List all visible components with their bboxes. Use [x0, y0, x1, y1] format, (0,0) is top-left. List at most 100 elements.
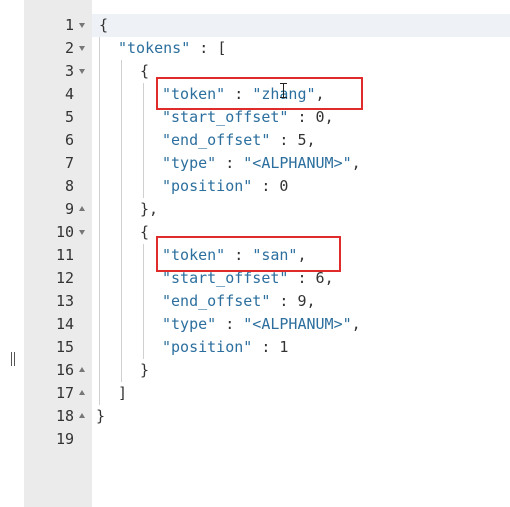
json-value: 1: [279, 338, 289, 356]
line-number: 11: [55, 246, 74, 264]
close-brace: },: [140, 200, 159, 218]
code-line: "start_offset" : 0,: [162, 106, 334, 129]
json-value: 0: [315, 108, 325, 126]
separator: :: [190, 39, 218, 57]
json-value: "san": [252, 246, 298, 264]
close-bracket: ]: [118, 384, 128, 402]
code-line: "type" : "<ALPHANUM>",: [162, 313, 361, 336]
triangle-down-icon[interactable]: [78, 37, 88, 60]
comma: ,: [297, 246, 307, 264]
token-highlight-box: [156, 236, 341, 272]
code-line: "end_offset" : 9,: [162, 290, 316, 313]
line-number: 6: [64, 131, 74, 149]
line-number: 8: [64, 177, 74, 195]
triangle-up-icon[interactable]: [78, 359, 88, 382]
code-line: "tokens" : [: [118, 37, 226, 60]
code-line: "end_offset" : 5,: [162, 129, 316, 152]
code-line: }: [96, 405, 105, 428]
line-number: 9: [64, 200, 74, 218]
line-number: 15: [55, 338, 74, 356]
open-brace: {: [140, 62, 150, 80]
open-brace: {: [99, 16, 109, 34]
indent-guide: [99, 37, 100, 405]
json-key: "token": [162, 85, 226, 103]
code-line: "token" : "san",: [162, 244, 307, 267]
separator: :: [225, 246, 253, 264]
comma: ,: [351, 154, 361, 172]
json-key: "position": [162, 177, 253, 195]
json-key: "position": [162, 338, 253, 356]
line-number: 10: [55, 223, 74, 241]
open-brace: {: [140, 223, 150, 241]
json-value: 0: [279, 177, 289, 195]
json-key: "tokens": [118, 39, 191, 57]
line-number: 13: [55, 292, 74, 310]
code-line: },: [140, 198, 158, 221]
code-line: "start_offset" : 6,: [162, 267, 334, 290]
triangle-down-icon[interactable]: [78, 221, 88, 244]
line-number: 12: [55, 269, 74, 287]
line-number: 16: [55, 361, 74, 379]
triangle-up-icon[interactable]: [78, 382, 88, 405]
separator: :: [216, 315, 244, 333]
separator: :: [270, 131, 298, 149]
json-value: 5: [297, 131, 307, 149]
triangle-down-icon[interactable]: [78, 60, 88, 83]
separator: :: [270, 292, 298, 310]
left-panel-strip: [0, 0, 24, 507]
comma: ,: [324, 108, 334, 126]
line-number: 7: [64, 154, 74, 172]
line-number: 17: [55, 384, 74, 402]
text-cursor-icon: [280, 83, 288, 99]
code-line: }: [140, 359, 149, 382]
triangle-up-icon[interactable]: [78, 405, 88, 428]
separator: :: [288, 108, 316, 126]
json-key: "token": [162, 246, 226, 264]
line-number: 1: [64, 16, 74, 34]
indent-guide: [121, 60, 122, 382]
line-number: 19: [55, 430, 74, 448]
json-key: "end_offset": [162, 292, 271, 310]
json-key: "type": [162, 154, 217, 172]
comma: ,: [351, 315, 361, 333]
code-line: "position" : 1: [162, 336, 288, 359]
separator: :: [225, 85, 253, 103]
separator: :: [288, 269, 316, 287]
triangle-up-icon[interactable]: [78, 198, 88, 221]
code-line: {: [140, 221, 149, 244]
code-line: "token" : "zhang",: [162, 83, 325, 106]
line-number-gutter: [24, 0, 92, 507]
separator: :: [216, 154, 244, 172]
code-line: ]: [118, 382, 127, 405]
token-highlight-box: [156, 77, 363, 110]
json-value: 6: [315, 269, 325, 287]
separator: :: [252, 338, 280, 356]
code-line: "position" : 0: [162, 175, 288, 198]
line-number: 18: [55, 407, 74, 425]
indent-guide: [143, 83, 144, 198]
open-bracket: [: [217, 39, 227, 57]
comma: ,: [324, 269, 334, 287]
triangle-down-icon[interactable]: [78, 14, 88, 37]
line-number: 3: [64, 62, 74, 80]
code-line: "type" : "<ALPHANUM>",: [162, 152, 361, 175]
json-editor[interactable]: [92, 0, 510, 507]
line-number: 14: [55, 315, 74, 333]
close-brace: }: [96, 407, 106, 425]
json-key: "type": [162, 315, 217, 333]
code-line: {: [99, 14, 108, 37]
line-number: 4: [64, 85, 74, 103]
separator: :: [252, 177, 280, 195]
indent-guide: [143, 244, 144, 359]
line-number: 2: [64, 39, 74, 57]
drag-handle-icon[interactable]: [10, 352, 16, 366]
json-key: "end_offset": [162, 131, 271, 149]
json-value: "<ALPHANUM>": [243, 315, 352, 333]
json-value: 9: [297, 292, 307, 310]
comma: ,: [306, 292, 316, 310]
json-key: "start_offset": [162, 269, 289, 287]
comma: ,: [306, 131, 316, 149]
json-key: "start_offset": [162, 108, 289, 126]
code-line: {: [140, 60, 149, 83]
close-brace: }: [140, 361, 150, 379]
